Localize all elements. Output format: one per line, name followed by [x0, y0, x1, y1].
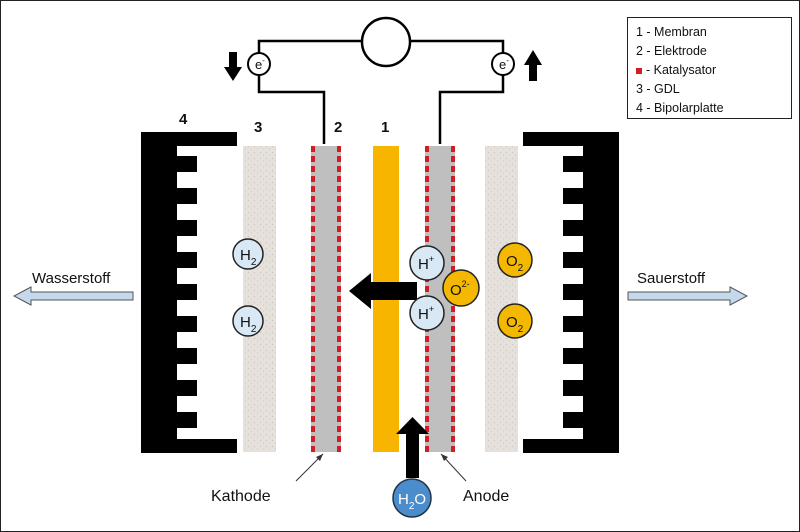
electrode-cathode	[311, 146, 341, 452]
oxygen-molecule-top: O2	[497, 242, 533, 278]
oxide-ion: O2-	[442, 269, 480, 307]
legend-bipolar-plate: 4 - Bipolarplatte	[636, 101, 724, 115]
cathode-pointer-head-icon	[316, 454, 323, 461]
svg-text:H2: H2	[240, 314, 257, 335]
svg-text:O2: O2	[506, 253, 524, 274]
bipolar-plate-right	[523, 132, 619, 453]
external-circuit	[257, 39, 505, 144]
legend-catalyst-text: - Katalysator	[646, 63, 717, 77]
svg-text:O2-: O2-	[450, 279, 470, 299]
svg-text:e-: e-	[255, 56, 265, 72]
layer-number-2: 2	[334, 119, 342, 136]
electron-right: e-	[491, 52, 515, 76]
cathode-label: Kathode	[211, 488, 271, 505]
anode-pointer-head-icon	[441, 454, 448, 461]
svg-text:H+: H+	[418, 304, 434, 323]
bipolar-plate-left	[141, 132, 237, 453]
svg-text:H2: H2	[240, 247, 257, 268]
hydrogen-molecule-top: H2	[232, 238, 264, 270]
catalyst-swatch-icon	[636, 67, 642, 74]
proton-top: H+	[409, 245, 445, 281]
hydrogen-molecule-bottom: H2	[232, 305, 264, 337]
svg-text:e-: e-	[499, 56, 509, 72]
hydrogen-output-arrow-icon	[12, 286, 134, 306]
water-molecule: H2O	[392, 478, 432, 518]
gdl-right	[485, 146, 518, 452]
arrow-down-icon	[224, 52, 242, 81]
proton-bottom: H+	[409, 295, 445, 331]
oxygen-output-label: Sauerstoff	[637, 270, 706, 287]
layer-number-4: 4	[179, 111, 188, 128]
arrow-up-icon	[524, 50, 542, 81]
svg-text:O2: O2	[506, 314, 524, 335]
legend-gdl: 3 - GDL	[636, 82, 680, 96]
oxygen-output-arrow-icon	[627, 286, 749, 306]
legend-membrane: 1 - Membran	[636, 25, 707, 39]
power-source-icon	[360, 16, 412, 68]
legend-electrode: 2 - Elektrode	[636, 44, 707, 58]
layer-number-1: 1	[381, 119, 389, 136]
electron-left: e-	[247, 52, 271, 76]
ion-flow-arrow-icon	[349, 273, 417, 309]
legend: 1 - Membran 2 - Elektrode - Katalysator …	[627, 17, 792, 119]
oxygen-molecule-bottom: O2	[497, 303, 533, 339]
anode-label: Anode	[463, 488, 509, 505]
legend-catalyst: - Katalysator	[636, 63, 716, 77]
svg-text:H+: H+	[418, 254, 434, 273]
hydrogen-output-label: Wasserstoff	[32, 270, 111, 287]
svg-text:H2O: H2O	[398, 491, 426, 512]
gdl-left	[243, 146, 276, 452]
water-inflow-arrow-icon	[396, 417, 429, 478]
layer-number-3: 3	[254, 119, 262, 136]
